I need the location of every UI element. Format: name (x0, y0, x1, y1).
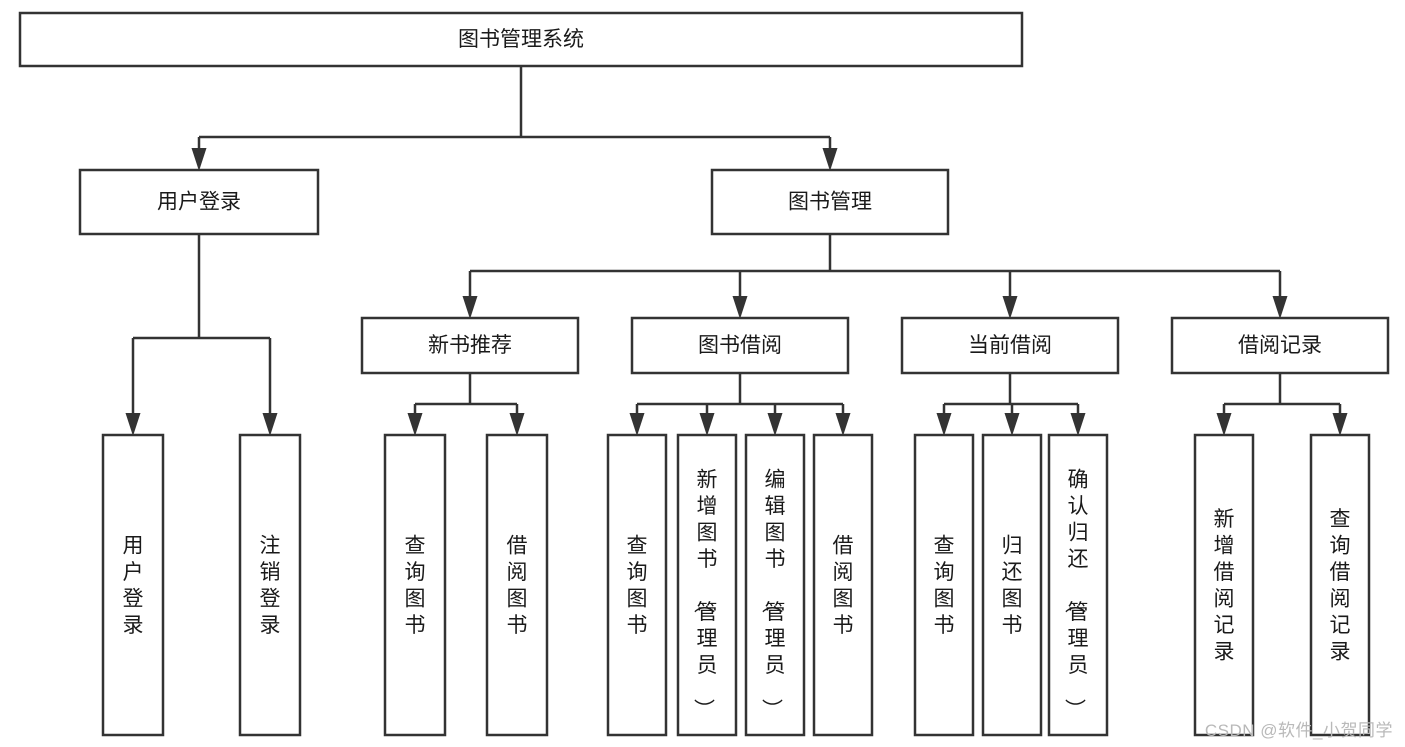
node-user-login[interactable]: 用户登录 (78, 168, 320, 236)
arrowhead-icon (1272, 296, 1288, 319)
node-box-leaf-borrow-edit (744, 433, 806, 737)
node-book-manage[interactable]: 图书管理 (710, 168, 950, 236)
node-label-borrow-record: 借阅记录 (1238, 334, 1322, 357)
arrowhead-icon (1002, 296, 1018, 319)
node-leaf-user-login[interactable]: 用户登录 (101, 433, 165, 737)
node-box-leaf-user-logout (238, 433, 302, 737)
node-box-leaf-rec-borrow (485, 433, 549, 737)
node-box-leaf-borrow-add (676, 433, 738, 737)
arrowhead-icon (407, 413, 423, 436)
arrowhead-icon (936, 413, 952, 436)
arrowhead-icon (699, 413, 715, 436)
node-label-leaf-borrow-add: 新增图书（管理员） (692, 468, 718, 719)
node-label-leaf-current-return: 归还图书 (1002, 535, 1023, 638)
node-label-leaf-user-login: 用户登录 (123, 535, 144, 638)
edge-group-from-new-book-rec (407, 373, 525, 436)
node-box-borrow-record (1170, 316, 1390, 375)
node-leaf-rec-query[interactable]: 查询图书 (383, 433, 447, 737)
arrowhead-icon (509, 413, 525, 436)
node-leaf-borrow-edit[interactable]: 编辑图书（管理员） (744, 433, 806, 737)
node-label-leaf-user-logout: 注销登录 (260, 535, 281, 638)
node-label-new-book-rec: 新书推荐 (428, 334, 512, 357)
node-label-leaf-rec-query: 查询图书 (405, 535, 426, 638)
node-leaf-current-return[interactable]: 归还图书 (981, 433, 1043, 737)
node-label-leaf-borrow-edit: 编辑图书（管理员） (760, 468, 786, 719)
nodes-layer: 图书管理系统用户登录图书管理新书推荐图书借阅当前借阅借阅记录用户登录注销登录查询… (18, 11, 1390, 737)
arrowhead-icon (191, 148, 207, 171)
node-label-current-borrow: 当前借阅 (968, 334, 1052, 357)
node-box-leaf-current-confirm (1047, 433, 1109, 737)
arrowhead-icon (1216, 413, 1232, 436)
node-box-new-book-rec (360, 316, 580, 375)
arrowhead-icon (629, 413, 645, 436)
arrowhead-icon (125, 413, 141, 436)
node-leaf-borrow-add[interactable]: 新增图书（管理员） (676, 433, 738, 737)
node-box-leaf-record-query (1309, 433, 1371, 737)
node-label-book-manage: 图书管理 (788, 191, 872, 214)
node-box-leaf-rec-query (383, 433, 447, 737)
node-box-root (18, 11, 1024, 68)
node-leaf-borrow-do[interactable]: 借阅图书 (812, 433, 874, 737)
node-borrow-record[interactable]: 借阅记录 (1170, 316, 1390, 375)
node-leaf-rec-borrow[interactable]: 借阅图书 (485, 433, 549, 737)
node-current-borrow[interactable]: 当前借阅 (900, 316, 1120, 375)
node-label-book-borrow: 图书借阅 (698, 334, 782, 357)
arrowhead-icon (835, 413, 851, 436)
edge-group-from-book-borrow (629, 373, 851, 436)
edge-group-from-book-manage (462, 234, 1288, 319)
node-label-leaf-current-query: 查询图书 (934, 535, 955, 638)
node-label-leaf-borrow-do: 借阅图书 (833, 535, 854, 638)
arrowhead-icon (732, 296, 748, 319)
node-leaf-record-add[interactable]: 新增借阅记录 (1193, 433, 1255, 737)
node-label-leaf-rec-borrow: 借阅图书 (507, 535, 528, 638)
node-label-user-login: 用户登录 (157, 191, 241, 214)
node-box-leaf-current-query (913, 433, 975, 737)
node-box-book-borrow (630, 316, 850, 375)
node-label-leaf-current-confirm: 确认归还（管理员） (1063, 468, 1089, 719)
node-box-leaf-user-login (101, 433, 165, 737)
node-new-book-rec[interactable]: 新书推荐 (360, 316, 580, 375)
node-box-leaf-borrow-query (606, 433, 668, 737)
node-box-book-manage (710, 168, 950, 236)
node-box-current-borrow (900, 316, 1120, 375)
arrowhead-icon (822, 148, 838, 171)
edge-group-from-root (191, 66, 838, 171)
node-label-leaf-record-query: 查询借阅记录 (1330, 508, 1351, 664)
arrowhead-icon (262, 413, 278, 436)
edge-group-from-current-borrow (936, 373, 1086, 436)
node-leaf-current-query[interactable]: 查询图书 (913, 433, 975, 737)
node-label-root: 图书管理系统 (458, 28, 584, 51)
arrowhead-icon (767, 413, 783, 436)
arrowhead-icon (1004, 413, 1020, 436)
arrowhead-icon (1070, 413, 1086, 436)
edge-group-from-user-login (125, 234, 278, 436)
node-leaf-current-confirm[interactable]: 确认归还（管理员） (1047, 433, 1109, 737)
node-label-leaf-borrow-query: 查询图书 (627, 535, 648, 638)
node-box-leaf-borrow-do (812, 433, 874, 737)
node-box-leaf-record-add (1193, 433, 1255, 737)
node-leaf-user-logout[interactable]: 注销登录 (238, 433, 302, 737)
node-box-leaf-current-return (981, 433, 1043, 737)
node-leaf-borrow-query[interactable]: 查询图书 (606, 433, 668, 737)
node-box-user-login (78, 168, 320, 236)
node-book-borrow[interactable]: 图书借阅 (630, 316, 850, 375)
edges-layer (125, 66, 1348, 436)
node-leaf-record-query[interactable]: 查询借阅记录 (1309, 433, 1371, 737)
node-root[interactable]: 图书管理系统 (18, 11, 1024, 68)
node-label-leaf-record-add: 新增借阅记录 (1214, 508, 1235, 664)
arrowhead-icon (1332, 413, 1348, 436)
arrowhead-icon (462, 296, 478, 319)
edge-group-from-borrow-record (1216, 373, 1348, 436)
